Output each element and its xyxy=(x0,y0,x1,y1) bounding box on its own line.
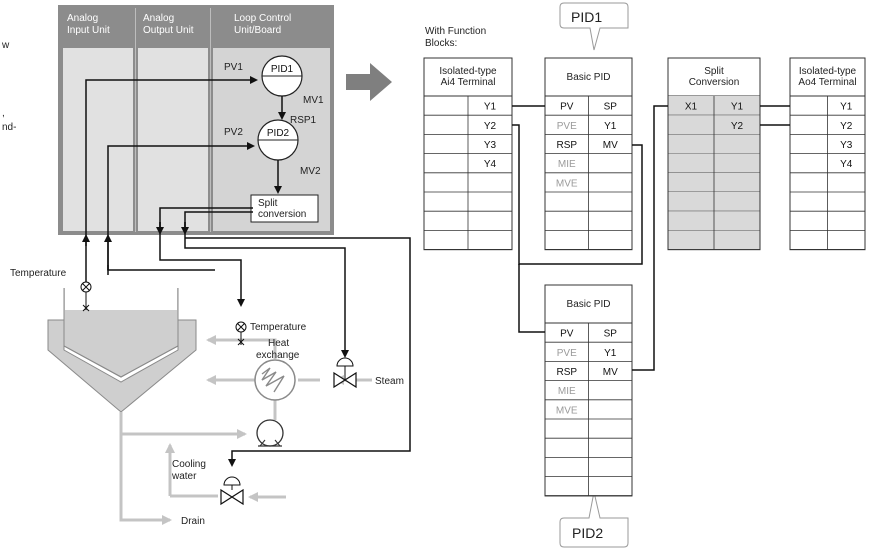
steam-valve-icon xyxy=(333,357,357,389)
block-cell: Y2 xyxy=(840,121,853,132)
block-cell: MV xyxy=(603,140,618,151)
cooling-water-valve-icon xyxy=(220,476,244,506)
rsp1-label: RSP1 xyxy=(290,115,317,126)
block-cell: MVE xyxy=(556,178,578,189)
pump-icon xyxy=(256,419,284,447)
block-cell: SP xyxy=(604,102,618,113)
pid2-callout: PID2 xyxy=(559,491,629,548)
pid1-label: PID1 xyxy=(271,64,294,75)
block-cell: Y1 xyxy=(604,121,617,132)
process-pipes xyxy=(119,335,372,525)
block-cell: Y4 xyxy=(840,159,853,170)
block-cell: Y1 xyxy=(484,102,497,113)
block-cell: SP xyxy=(604,329,618,340)
svg-text:PID2: PID2 xyxy=(572,525,603,541)
heat-exchanger-icon xyxy=(254,359,296,401)
block-cell: X1 xyxy=(685,102,698,113)
block-cell: Y3 xyxy=(840,140,853,151)
pid2-label: PID2 xyxy=(267,128,290,139)
block-cell: Y1 xyxy=(840,102,853,113)
steam-label: Steam xyxy=(375,376,404,387)
pid2-block: PID2 xyxy=(257,119,299,161)
block-title: Basic PID xyxy=(567,72,611,83)
fragment-text-1: w xyxy=(1,40,10,51)
svg-text:PID1: PID1 xyxy=(571,9,602,25)
fragment-text-3: nd- xyxy=(2,122,16,133)
pv2-label: PV2 xyxy=(224,127,243,138)
block-cell: MIE xyxy=(558,159,576,170)
block-cell: Y1 xyxy=(604,348,617,359)
mv1-label: MV1 xyxy=(303,95,324,106)
block-cell: MV xyxy=(603,367,618,378)
block-cell: RSP xyxy=(556,367,577,378)
temperature-label-2: Temperature xyxy=(250,322,307,333)
reactor-tank xyxy=(47,288,197,413)
temperature-sensor-icon xyxy=(80,281,92,312)
temperature-sensor-icon-2 xyxy=(235,321,247,346)
drain-label: Drain xyxy=(181,516,205,527)
temperature-label-1: Temperature xyxy=(10,268,67,279)
signal-lines xyxy=(85,76,411,467)
block-cell: Y3 xyxy=(484,140,497,151)
pid1-callout: PID1 xyxy=(559,2,629,51)
pid1-block: PID1 xyxy=(261,55,303,97)
block-cell: PVE xyxy=(557,348,577,359)
block-cell: Y2 xyxy=(731,121,744,132)
block-cell: PVE xyxy=(557,121,577,132)
block-cell: Y2 xyxy=(484,121,497,132)
block-cell: RSP xyxy=(556,140,577,151)
block-title: Basic PID xyxy=(567,299,611,310)
block-cell: PV xyxy=(560,329,574,340)
block-wiring xyxy=(512,105,790,371)
fragment-text-2: , xyxy=(2,108,5,119)
block-cell: MVE xyxy=(556,405,578,416)
block-cell: Y1 xyxy=(731,102,744,113)
block-cell: PV xyxy=(560,102,574,113)
mv2-label: MV2 xyxy=(300,166,321,177)
transition-arrow-icon xyxy=(346,63,392,101)
block-cell: MIE xyxy=(558,386,576,397)
block-cell: Y4 xyxy=(484,159,497,170)
pv1-label: PV1 xyxy=(224,62,243,73)
